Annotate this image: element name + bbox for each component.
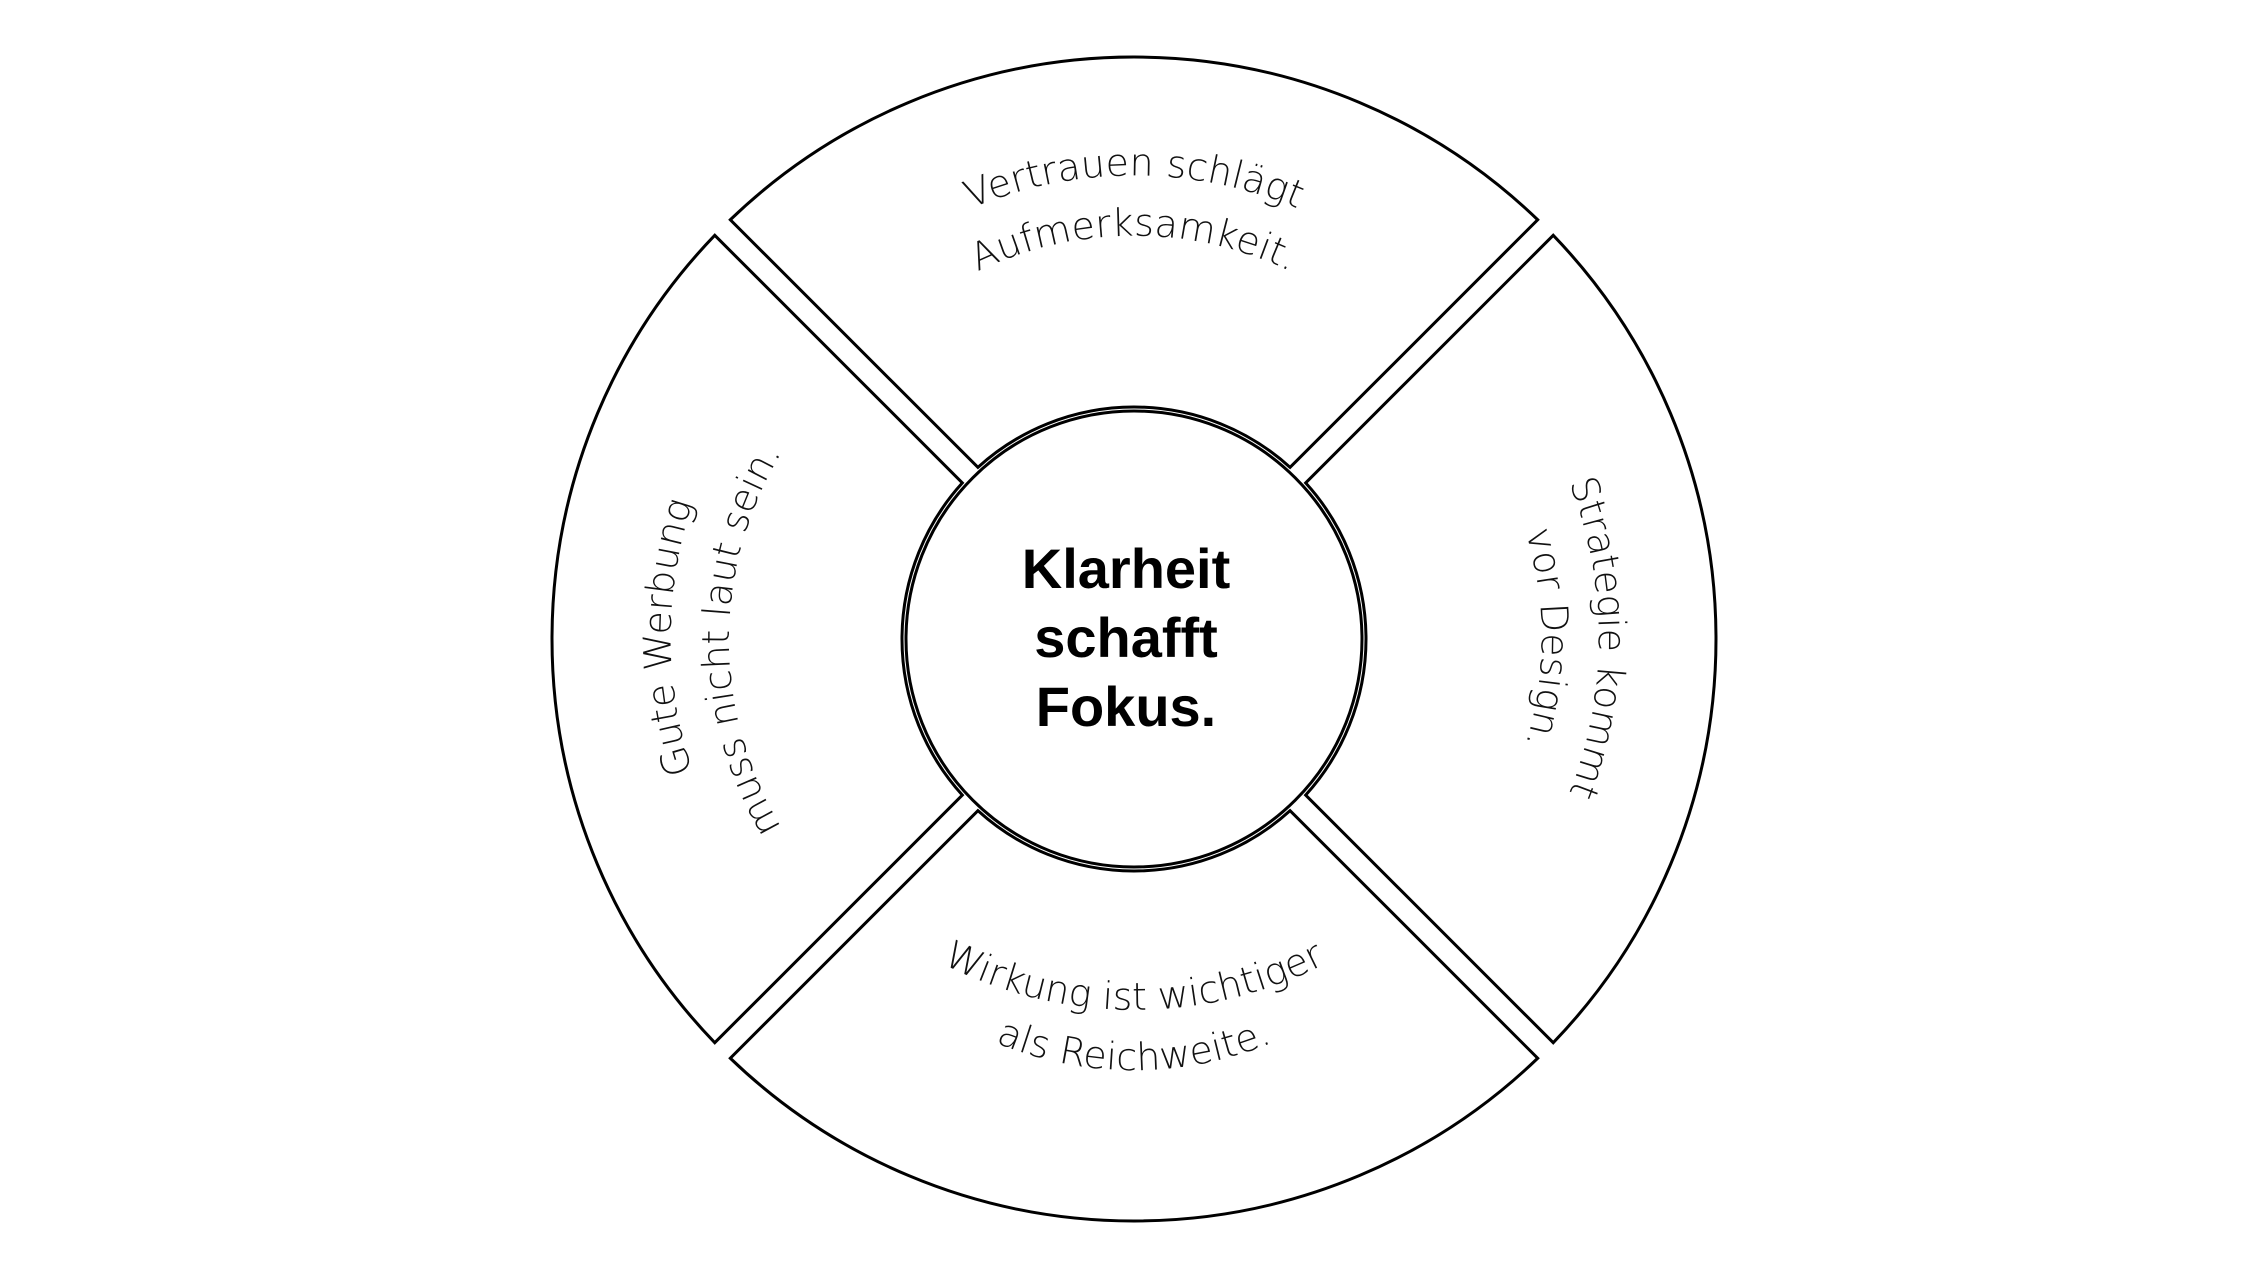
center-hub bbox=[904, 409, 1364, 869]
segment-top bbox=[728, 55, 1540, 470]
center-line-3: Fokus. bbox=[1036, 675, 1216, 738]
segment-left bbox=[550, 233, 965, 1045]
segment-bottom bbox=[728, 808, 1540, 1223]
center-line-2: schafft bbox=[1034, 606, 1218, 669]
segments-layer bbox=[550, 55, 1718, 1223]
segment-right bbox=[1303, 233, 1718, 1045]
center-line-1: Klarheit bbox=[1022, 537, 1231, 600]
